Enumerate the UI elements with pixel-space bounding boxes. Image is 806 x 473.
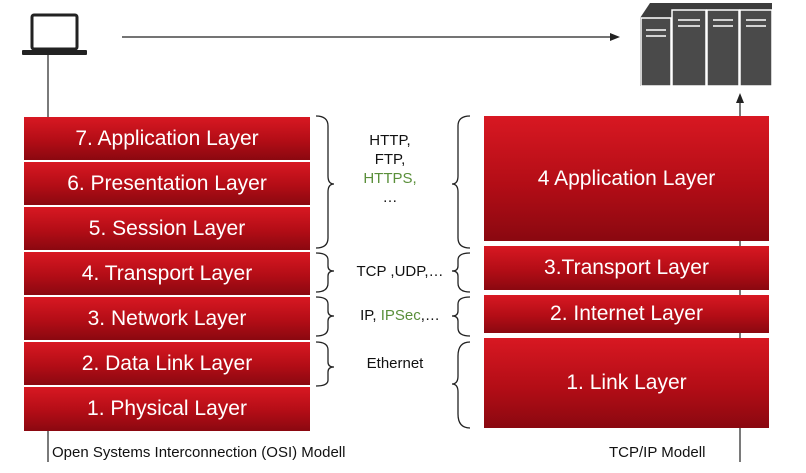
brace-osi-application [315,115,335,249]
osi-layer-4-label: 4. Transport Layer [81,261,253,285]
laptop-icon [22,13,87,55]
tcpip-caption: TCP/IP Modell [609,444,706,461]
osi-layer-3: 3. Network Layer [24,297,310,342]
osi-layer-1: 1. Physical Layer [24,387,310,431]
tcp-layer-2-label: 2. Internet Layer [550,302,703,325]
osi-layer-6: 6. Presentation Layer [24,162,310,207]
brace-tcp-internet [451,296,471,337]
protocol-more: … [382,189,398,206]
protocol-ftp: FTP, [374,151,406,168]
brace-osi-link [315,341,335,387]
tcp-layer-3-label: 3.Transport Layer [544,256,709,279]
protocol-ip-more: ,… [420,307,440,324]
tcp-layer-4: 4 Application Layer [484,116,769,241]
osi-layer-7: 7. Application Layer [24,117,310,162]
osi-layer-6-label: 6. Presentation Layer [67,171,267,195]
protocols-internet: IP, IPSec,… [340,306,460,325]
server-icon [640,3,773,87]
osi-layer-2: 2. Data Link Layer [24,342,310,387]
protocols-transport: TCP ,UDP,… [340,262,460,281]
osi-layer-3-label: 3. Network Layer [87,306,247,330]
protocol-ipsec: IPSec [380,307,421,324]
osi-layer-1-label: 1. Physical Layer [87,397,247,420]
tcp-layer-2: 2. Internet Layer [484,295,769,333]
osi-layer-5: 5. Session Layer [24,207,310,252]
brace-tcp-transport [451,252,471,293]
osi-layer-4: 4. Transport Layer [24,252,310,297]
osi-layer-7-label: 7. Application Layer [75,126,259,150]
protocol-http: HTTP, [369,132,411,149]
osi-caption: Open Systems Interconnection (OSI) Model… [52,444,346,461]
brace-tcp-application [451,115,471,249]
brace-osi-transport [315,252,335,293]
osi-layer-2-label: 2. Data Link Layer [81,351,253,375]
brace-osi-network [315,296,335,337]
tcp-layer-4-label: 4 Application Layer [537,166,716,190]
protocol-ip: IP, [360,307,381,324]
tcp-layer-3: 3.Transport Layer [484,246,769,290]
protocol-https: HTTPS, [363,170,417,187]
protocol-tcp-udp: TCP ,UDP,… [356,263,444,280]
protocols-link: Ethernet [340,354,450,373]
protocols-application: HTTP, FTP, HTTPS, … [345,131,435,207]
top-arrow [122,33,620,41]
tcp-layer-1-label: 1. Link Layer [566,371,687,394]
brace-tcp-link [451,341,471,429]
osi-layer-5-label: 5. Session Layer [88,216,246,240]
tcp-layer-1: 1. Link Layer [484,338,769,428]
protocol-ethernet: Ethernet [366,355,424,372]
